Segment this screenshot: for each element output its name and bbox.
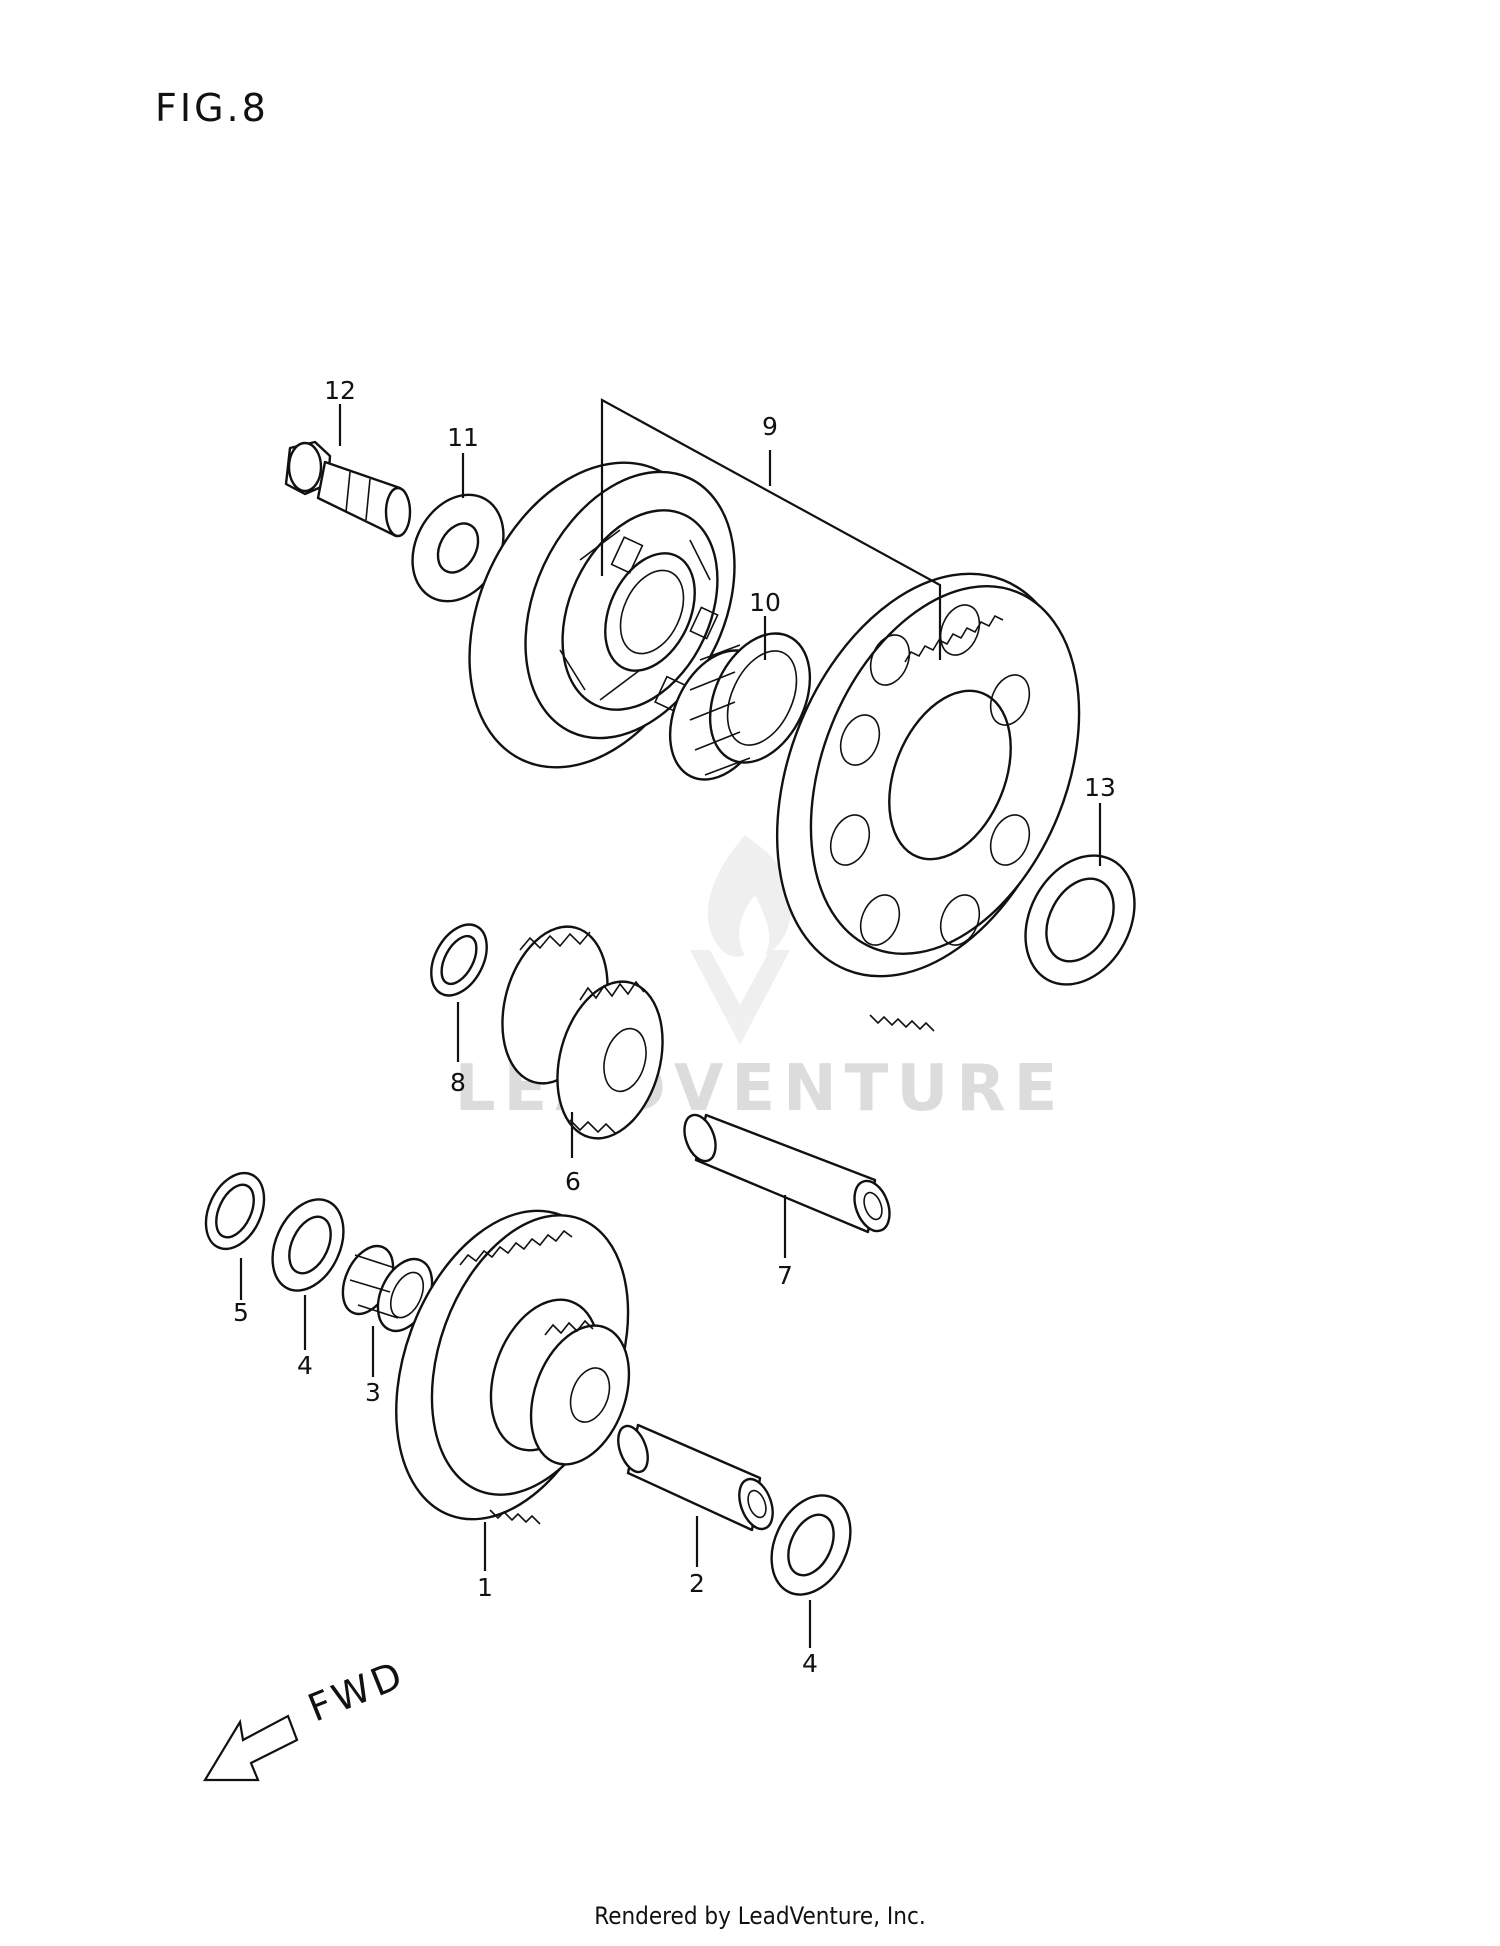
circlip-5 (204, 1171, 266, 1251)
callout-8: 8 (450, 1068, 466, 1097)
footer-credit: Rendered by LeadVenture, Inc. (594, 1902, 925, 1930)
callout-1: 1 (477, 1573, 493, 1602)
callout-12: 13 (1084, 773, 1116, 802)
starter-gear-9 (775, 572, 1081, 1032)
shaft-7 (683, 1113, 891, 1234)
callout-3: 3 (365, 1378, 381, 1407)
washer-4-lower (770, 1494, 852, 1596)
washer-12 (1024, 854, 1136, 986)
callout-6: 6 (565, 1167, 581, 1196)
figure-title: FIG.8 (155, 86, 269, 130)
gear-6 (501, 925, 664, 1140)
gear-1 (395, 1209, 631, 1525)
leader-lines (239, 398, 1102, 1648)
washer-11 (411, 493, 505, 603)
callout-4-lower: 4 (802, 1649, 818, 1678)
callout-11: 11 (447, 423, 479, 452)
bearing-10 (668, 632, 812, 781)
shaft-2 (617, 1423, 774, 1532)
callout-9: 9 (762, 412, 778, 441)
callout-4-upper: 4 (297, 1351, 313, 1380)
circlip-8 (430, 923, 488, 997)
callout-13: 12 (324, 376, 356, 405)
callout-5: 5 (233, 1298, 249, 1327)
callout-7: 7 (777, 1261, 793, 1290)
bolt-13 (284, 440, 412, 538)
callout-10: 10 (749, 588, 781, 617)
fwd-arrow-icon (203, 1714, 299, 1782)
washer-4 (271, 1198, 345, 1292)
callout-2: 2 (689, 1569, 705, 1598)
watermark-logo (690, 835, 792, 1045)
fwd-label: FWD (302, 1652, 412, 1731)
